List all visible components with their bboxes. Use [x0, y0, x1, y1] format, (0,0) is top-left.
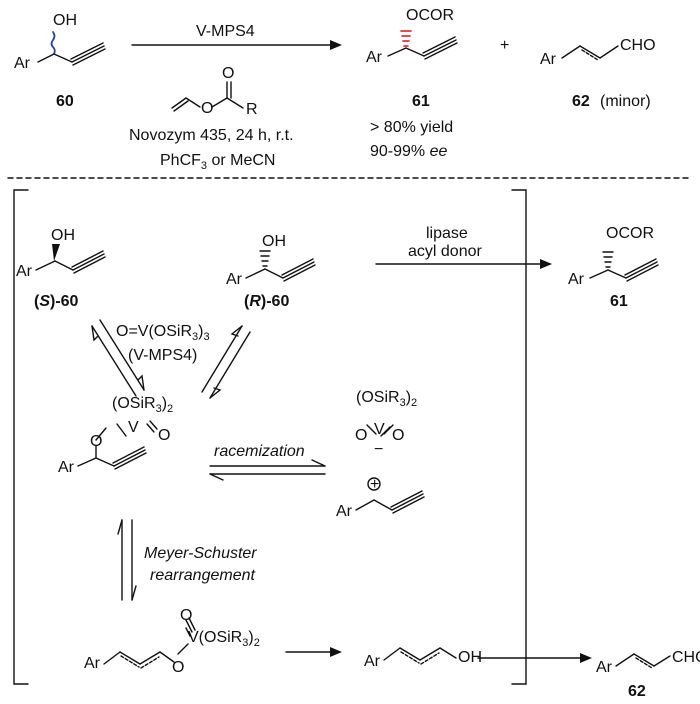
s60-label: (S)-60: [34, 293, 79, 310]
vester-o-bridge: O: [90, 433, 102, 450]
vanion-o-left: O: [355, 427, 367, 444]
product62-top-structure: [561, 45, 619, 61]
s60-alkyne: [71, 250, 106, 274]
product62-cho: CHO: [620, 37, 656, 54]
reactant-bond-ar: [37, 53, 55, 63]
meyer-schuster-arrows: [117, 519, 137, 601]
vanion-oxo: O: [392, 427, 404, 444]
product61-ocor: OCOR: [406, 7, 454, 24]
vester-oxo: O: [158, 427, 170, 444]
cation-plus: +: [370, 476, 379, 493]
allenyl-vanadate-structure: [103, 617, 196, 669]
equilibrium-arrow-s60: [91, 319, 145, 397]
p61-mech-alkyne: [624, 258, 659, 282]
product62-final-structure: [615, 653, 671, 669]
reactant-alkyne: [70, 42, 106, 66]
final-ar: Ar: [596, 659, 613, 676]
allenyl-o-bridge: O: [172, 659, 184, 676]
product62-label: 62: [572, 93, 590, 110]
product62-note: (minor): [600, 93, 651, 110]
yield-text: > 80% yield: [370, 119, 453, 136]
vanion-v: V: [374, 421, 385, 438]
racemization-equilibrium-arrows: [209, 459, 326, 481]
vester-ligand: (OSiR3)2: [112, 395, 173, 415]
r60-oh: OH: [262, 233, 286, 250]
propargyl-cation-structure: [355, 477, 425, 514]
equilibrium-arrow-r60: [201, 325, 251, 399]
cation-ar: Ar: [336, 503, 353, 520]
rearrangement-label: rearrangement: [150, 567, 256, 584]
reactant-label-60: 60: [56, 93, 74, 110]
allenyl-ar: Ar: [84, 655, 101, 672]
reactant-ar: Ar: [14, 55, 31, 72]
product61-bond-c: [405, 47, 425, 57]
allenyl-oxo: O: [180, 607, 192, 624]
s60-oh: OH: [51, 227, 75, 244]
p61-mech-bond-c: [607, 269, 627, 279]
vester-ar: Ar: [58, 459, 75, 476]
racemization-label: racemization: [214, 443, 305, 460]
r60-hashed-bond: [259, 250, 271, 267]
product61-label: 61: [412, 93, 430, 110]
ee-text: 90-99% ee: [370, 143, 447, 160]
s60-wedge-bond: [52, 244, 60, 261]
product61-alkyne: [422, 36, 458, 60]
allenol-structure: [383, 647, 457, 665]
p61-mech-bond-ar: [589, 269, 609, 279]
allenol-ar: Ar: [364, 653, 381, 670]
allenol-oh: OH: [458, 649, 482, 666]
vanion-ligand: (OSiR3)2: [356, 389, 417, 409]
allenyl-v-ligand: V(OSiR3)2: [188, 629, 260, 649]
vcatalyst-name: (V-MPS4): [128, 347, 197, 364]
meyer-schuster-label: Meyer-Schuster: [144, 545, 257, 562]
product62-ar: Ar: [540, 51, 557, 68]
reactant-bond-c: [53, 53, 73, 63]
r60-label: (R)-60: [244, 293, 289, 310]
lipase-label: lipase: [426, 225, 468, 242]
acyl-donor-label: acyl donor: [408, 243, 482, 260]
s60-bond-ar: [35, 260, 56, 271]
acyl-r-group: R: [246, 101, 258, 118]
reactant-oh: OH: [53, 12, 77, 29]
vester-v: V: [128, 419, 139, 436]
s60-ar: Ar: [16, 263, 33, 280]
p61-mech-hashed-bond: [602, 251, 614, 268]
acyl-carbonyl-o: O: [222, 65, 234, 82]
p61-mech-label: 61: [610, 293, 628, 310]
vanion-minus: −: [374, 441, 383, 458]
vcatalyst-formula: O=V(OSiR3)3: [116, 323, 210, 343]
plus-sign: +: [500, 37, 509, 54]
mechanism-left-bracket: [13, 189, 29, 685]
r60-bond-c: [264, 268, 284, 279]
condition-line-2: PhCF3 or MeCN: [160, 152, 275, 172]
r60-alkyne: [281, 258, 316, 282]
vanadate-ester-structure: [77, 420, 158, 470]
vanadate-anion-structure: [366, 424, 394, 437]
r60-bond-ar: [245, 268, 266, 279]
p61-mech-ar: Ar: [568, 271, 585, 288]
p61-mech-ocor: OCOR: [606, 225, 654, 242]
product61-hashed-bond: [400, 30, 412, 47]
condition-line-1: Novozym 435, 24 h, r.t.: [129, 127, 294, 144]
r60-ar: Ar: [226, 271, 243, 288]
product61-ar: Ar: [366, 49, 383, 66]
final-cho: CHO: [672, 649, 700, 666]
reactant-wavy-bond: [50, 31, 56, 55]
acyl-ester-o: O: [201, 100, 213, 117]
s60-bond-c: [54, 260, 74, 271]
product61-bond-ar: [387, 47, 407, 57]
vinyl-ester-structure: [171, 81, 244, 112]
mechanism-right-bracket: [511, 189, 527, 685]
final-label-62: 62: [628, 683, 646, 700]
arrow-reagent: V-MPS4: [196, 23, 255, 40]
